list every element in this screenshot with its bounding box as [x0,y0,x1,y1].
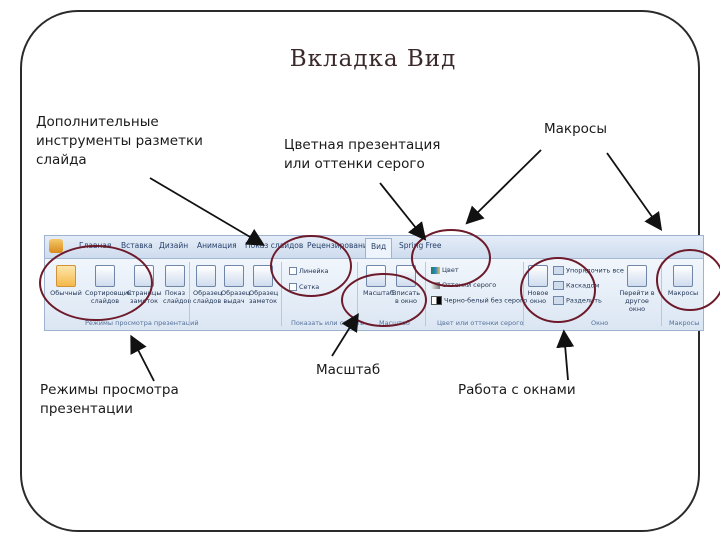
handout-master-icon [224,265,244,287]
gridlines-checkbox[interactable]: Сетка [289,283,319,291]
normal-view-label: Обычный [50,289,82,297]
arrange-all-button[interactable]: Упорядочить все [553,266,624,275]
group-separator [281,262,282,326]
window-group-label: Окно [591,319,609,327]
split-label: Разделить [566,296,602,305]
switch-windows-button[interactable]: Перейти в другое окно [617,265,657,313]
macros-icon [673,265,693,287]
circle-macros [656,249,720,311]
new-window-label: Новое окно [527,289,549,305]
ruler-label: Линейка [299,267,329,275]
ribbon-body: Обычный Сортировщик слайдов Страницы зам… [45,259,703,330]
tab-insert[interactable]: Вставка [121,241,153,250]
fit-to-window-button[interactable]: Вписать в окно [391,265,421,305]
slide-sorter-label: Сортировщик слайдов [85,289,132,305]
arrange-all-label: Упорядочить все [566,266,624,275]
label-windows: Работа с окнами [458,382,576,398]
arrow-macros [606,152,663,231]
gridlines-check-icon [289,283,297,291]
arrow-extra-tools [149,177,266,246]
circle-color [411,229,491,287]
color-option-label: Цвет [442,266,459,274]
label-color-gray: Цветная презентация или оттенки серого [284,137,441,172]
ruler-check-icon [289,267,297,275]
grayscale-option-label: Оттенки серого [442,281,497,289]
cascade-icon [553,281,564,290]
views-group-label: Режимы просмотра презентаций [85,319,199,327]
show-hide-group-label: Показать или скрыть [291,319,364,327]
tab-design[interactable]: Дизайн [159,241,189,250]
label-extra-tools: Дополнительные инструменты разметки слай… [36,114,203,168]
slide-master-icon [196,265,216,287]
arrow-windows [556,329,575,381]
new-window-icon [528,265,548,287]
gridlines-label: Сетка [299,283,320,291]
tab-view[interactable]: Вид [365,238,393,258]
slide-show-label: Показ слайдов [163,289,192,305]
circle-view-modes [39,245,153,321]
slide-show-button[interactable]: Показ слайдов [163,265,191,305]
office-button-icon[interactable] [49,239,63,253]
slide-master-button[interactable]: Образец слайдов [193,265,223,305]
ribbon: Главная Вставка Дизайн Анимация Показ сл… [44,235,704,331]
label-zoom: Масштаб [316,362,381,378]
circle-zoom [341,273,427,327]
macros-button-label: Макросы [667,289,699,297]
cascade-button[interactable]: Каскадом [553,281,599,290]
slide-title: Вкладка Вид [289,46,457,72]
tab-slide-show[interactable]: Показ слайдов [245,241,304,250]
zoom-group-label: Масштаб [379,319,410,327]
tab-animation[interactable]: Анимация [197,241,237,250]
split-icon [553,296,564,305]
arrange-all-icon [553,266,564,275]
fit-to-window-label: Вписать в окно [391,289,421,305]
color-swatch-icon [431,266,440,274]
handout-master-label: Образец выдач [221,289,251,305]
color-option[interactable]: Цвет [431,266,459,274]
cascade-label: Каскадом [566,281,600,290]
bw-swatch-icon [431,296,442,305]
label-view-modes: Режимы просмотра презентации [40,382,179,417]
switch-windows-label: Перейти в другое окно [619,289,655,313]
arrow-color [379,182,427,241]
new-window-button[interactable]: Новое окно [527,265,549,305]
slide-sorter-icon [95,265,115,287]
grayscale-swatch-icon [431,281,440,289]
arrow-zoom [331,312,359,357]
slide-sorter-button[interactable]: Сортировщик слайдов [85,265,132,305]
notes-master-label: Образец заметок [249,289,279,305]
group-separator [523,262,524,326]
pure-bw-option-label: Черно-белый без серого [444,296,528,305]
arrow-view-modes [130,334,155,382]
color-group-label: Цвет или оттенки серого [437,319,524,327]
normal-view-button[interactable]: Обычный [49,265,83,297]
switch-windows-icon [627,265,647,287]
circle-window [520,257,596,323]
arrow-window-top [465,149,542,225]
slide-master-label: Образец слайдов [193,289,223,305]
slide-show-icon [165,265,185,287]
group-separator [357,262,358,326]
grayscale-option[interactable]: Оттенки серого [431,281,496,289]
label-macros: Макросы [544,121,607,137]
zoom-button-label: Масштаб [363,289,394,297]
tab-spring-free[interactable]: Spring Free [399,241,442,250]
split-button[interactable]: Разделить [553,296,602,305]
pure-bw-option[interactable]: Черно-белый без серого [431,296,527,305]
normal-view-icon [56,265,76,287]
circle-show-hide [270,235,352,297]
macros-button[interactable]: Макросы [667,265,699,297]
handout-master-button[interactable]: Образец выдач [221,265,251,305]
ruler-checkbox[interactable]: Линейка [289,267,329,275]
group-separator [189,262,190,326]
macros-group-label: Макросы [669,319,700,327]
